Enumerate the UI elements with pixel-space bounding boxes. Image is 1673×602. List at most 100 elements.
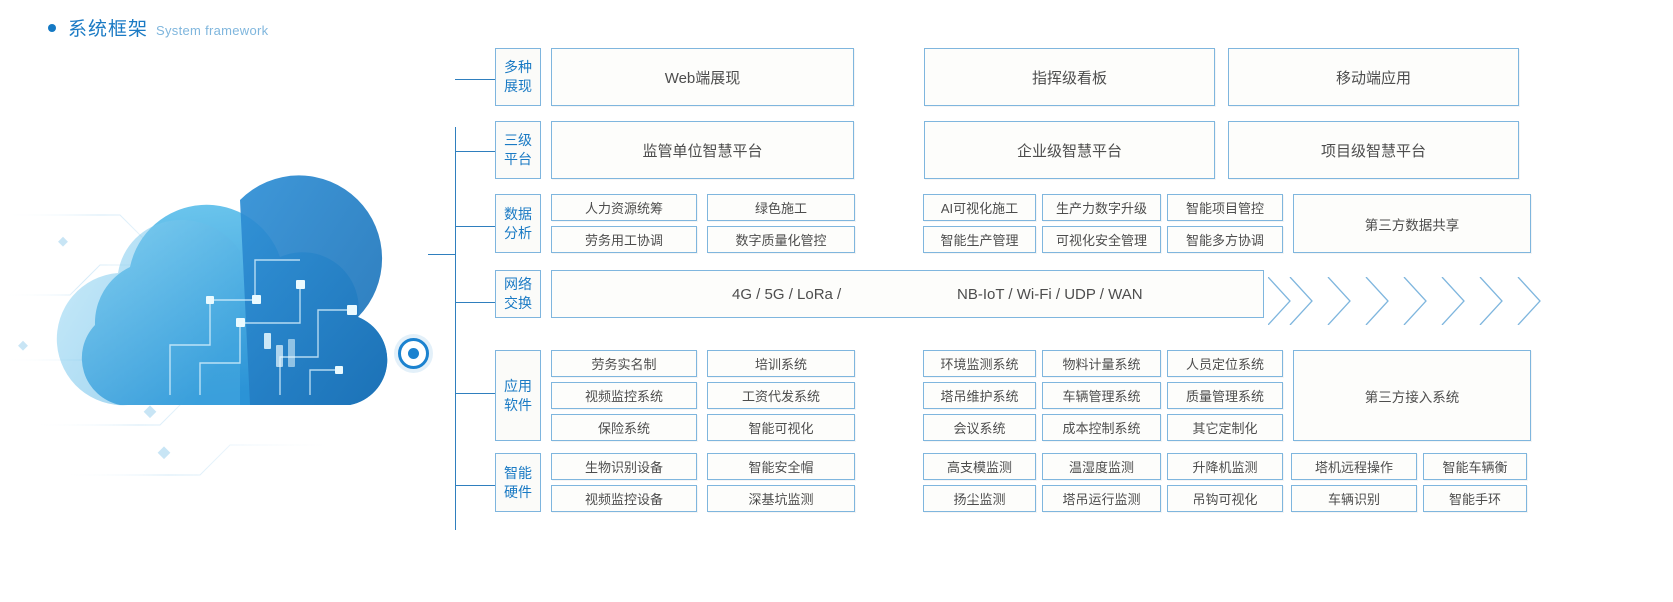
box-meeting-system[interactable]: 会议系统 [923,414,1036,441]
app-software-left-group: 劳务实名制 培训系统 视频监控系统 工资代发系统 保险系统 智能可视化 [551,350,855,441]
box-hoist-monitoring[interactable]: 升降机监测 [1167,453,1283,480]
category-presentation: 多种 展现 [495,48,541,106]
box-tower-crane-operation[interactable]: 塔吊运行监测 [1042,485,1161,512]
box-vehicle-management[interactable]: 车辆管理系统 [1042,382,1161,409]
box-smart-project-control[interactable]: 智能项目管控 [1167,194,1283,221]
box-tower-remote-operation[interactable]: 塔机远程操作 [1291,453,1417,480]
hw-left-line-2: 视频监控设备 深基坑监测 [551,485,855,512]
box-temp-humidity-monitoring[interactable]: 温湿度监测 [1042,453,1161,480]
network-protocols-primary: 4G / 5G / LoRa / [732,285,842,303]
box-web-display[interactable]: Web端展现 [551,48,854,106]
box-third-party-data-sharing[interactable]: 第三方数据共享 [1293,194,1531,253]
row-smart-hardware: 智能 硬件 生物识别设备 智能安全帽 视频监控设备 深基坑监测 高支模监测 温湿… [495,453,1527,512]
box-supervision-platform[interactable]: 监管单位智慧平台 [551,121,854,179]
box-visual-safety-mgmt[interactable]: 可视化安全管理 [1042,226,1161,253]
category-line-1: 网络 [504,276,532,292]
category-line-1: 多种 [504,59,532,75]
box-dust-monitoring[interactable]: 扬尘监测 [923,485,1036,512]
tree-branch-6 [455,485,495,486]
app-software-right-group: 环境监测系统 物料计量系统 人员定位系统 塔吊维护系统 车辆管理系统 质量管理系… [923,350,1283,441]
box-labor-coordination[interactable]: 劳务用工协调 [551,226,697,253]
box-labor-real-name[interactable]: 劳务实名制 [551,350,697,377]
box-smart-multiparty-coord[interactable]: 智能多方协调 [1167,226,1283,253]
box-payroll-system[interactable]: 工资代发系统 [707,382,855,409]
box-smart-wristband[interactable]: 智能手环 [1423,485,1527,512]
data-analysis-left-line-1: 人力资源统筹 绿色施工 [551,194,855,221]
hw-left-line-1: 生物识别设备 智能安全帽 [551,453,855,480]
hardware-far-group: 塔机远程操作 智能车辆衡 车辆识别 智能手环 [1291,453,1527,512]
data-analysis-left-group: 人力资源统筹 绿色施工 劳务用工协调 数字质量化管控 [551,194,855,253]
category-line-1: 应用 [504,377,532,394]
row-three-tier-platform: 三级 平台 监管单位智慧平台 企业级智慧平台 项目级智慧平台 [495,121,1519,179]
cloud-graphic [0,175,470,476]
box-video-monitoring-device[interactable]: 视频监控设备 [551,485,697,512]
hw-far-line-1: 塔机远程操作 智能车辆衡 [1291,453,1527,480]
network-protocol-bar[interactable]: 4G / 5G / LoRa / NB-IoT / Wi-Fi / UDP / … [551,270,1264,318]
data-analysis-right-line-2: 智能生产管理 可视化安全管理 智能多方协调 [923,226,1283,253]
box-mobile-app[interactable]: 移动端应用 [1228,48,1519,106]
box-biometric-device[interactable]: 生物识别设备 [551,453,697,480]
category-network-exchange: 网络 交换 [495,270,541,318]
box-personnel-positioning[interactable]: 人员定位系统 [1167,350,1283,377]
tree-trunk [455,127,456,530]
tree-branch-1 [455,79,495,80]
app-left-line-1: 劳务实名制 培训系统 [551,350,855,377]
page-subtitle: System framework [156,23,269,38]
box-environment-monitoring[interactable]: 环境监测系统 [923,350,1036,377]
box-insurance-system[interactable]: 保险系统 [551,414,697,441]
box-training-system[interactable]: 培训系统 [707,350,855,377]
app-left-line-2: 视频监控系统 工资代发系统 [551,382,855,409]
box-third-party-access-system[interactable]: 第三方接入系统 [1293,350,1531,441]
box-smart-visualization[interactable]: 智能可视化 [707,414,855,441]
cloud-illustration [0,95,470,515]
box-high-formwork-monitoring[interactable]: 高支模监测 [923,453,1036,480]
app-right-line-1: 环境监测系统 物料计量系统 人员定位系统 [923,350,1283,377]
category-line-1: 智能 [504,464,532,481]
box-material-metering[interactable]: 物料计量系统 [1042,350,1161,377]
row-presentation: 多种 展现 Web端展现 指挥级看板 移动端应用 [495,48,1519,106]
box-smart-production-mgmt[interactable]: 智能生产管理 [923,226,1036,253]
hardware-left-group: 生物识别设备 智能安全帽 视频监控设备 深基坑监测 [551,453,855,512]
page-header: 系统框架 System framework [48,14,268,41]
box-quality-management[interactable]: 质量管理系统 [1167,382,1283,409]
box-ai-visual-construction[interactable]: AI可视化施工 [923,194,1036,221]
app-right-line-2: 塔吊维护系统 车辆管理系统 质量管理系统 [923,382,1283,409]
row-application-software: 应用 软件 劳务实名制 培训系统 视频监控系统 工资代发系统 保险系统 智能可视… [495,350,1531,441]
network-flow-chevrons [1267,276,1558,326]
box-enterprise-platform[interactable]: 企业级智慧平台 [924,121,1215,179]
tree-branch-4 [455,302,495,303]
data-analysis-right-line-1: AI可视化施工 生产力数字升级 智能项目管控 [923,194,1283,221]
tree-branch-3 [455,226,495,227]
box-smart-helmet[interactable]: 智能安全帽 [707,453,855,480]
data-analysis-right-group: AI可视化施工 生产力数字升级 智能项目管控 智能生产管理 可视化安全管理 智能… [923,194,1283,253]
category-application-software: 应用 软件 [495,350,541,441]
box-digital-quality-control[interactable]: 数字质量化管控 [707,226,855,253]
box-deep-pit-monitoring[interactable]: 深基坑监测 [707,485,855,512]
box-vehicle-recognition[interactable]: 车辆识别 [1291,485,1417,512]
box-hr-planning[interactable]: 人力资源统筹 [551,194,697,221]
tree-branch-5 [455,393,495,394]
hw-right-line-2: 扬尘监测 塔吊运行监测 吊钩可视化 [923,485,1283,512]
category-line-2: 展现 [504,78,532,94]
category-data-analysis: 数据 分析 [495,194,541,253]
category-smart-hardware: 智能 硬件 [495,453,541,512]
box-productivity-upgrade[interactable]: 生产力数字升级 [1042,194,1161,221]
box-green-construction[interactable]: 绿色施工 [707,194,855,221]
box-tower-crane-maintenance[interactable]: 塔吊维护系统 [923,382,1036,409]
box-other-customization[interactable]: 其它定制化 [1167,414,1283,441]
category-line-2: 平台 [504,151,532,167]
category-line-2: 软件 [504,396,532,413]
cloud-hub-node [398,338,429,369]
box-project-platform[interactable]: 项目级智慧平台 [1228,121,1519,179]
box-command-dashboard[interactable]: 指挥级看板 [924,48,1215,106]
box-hook-visualization[interactable]: 吊钩可视化 [1167,485,1283,512]
category-line-1: 数据 [504,205,532,222]
hub-connector [428,254,455,255]
app-right-line-3: 会议系统 成本控制系统 其它定制化 [923,414,1283,441]
box-smart-weighbridge[interactable]: 智能车辆衡 [1423,453,1527,480]
category-line-2: 硬件 [504,483,532,500]
box-video-monitoring-system[interactable]: 视频监控系统 [551,382,697,409]
connector-tree [428,48,499,530]
box-cost-control-system[interactable]: 成本控制系统 [1042,414,1161,441]
chevron-arrow-icon [1267,276,1541,326]
